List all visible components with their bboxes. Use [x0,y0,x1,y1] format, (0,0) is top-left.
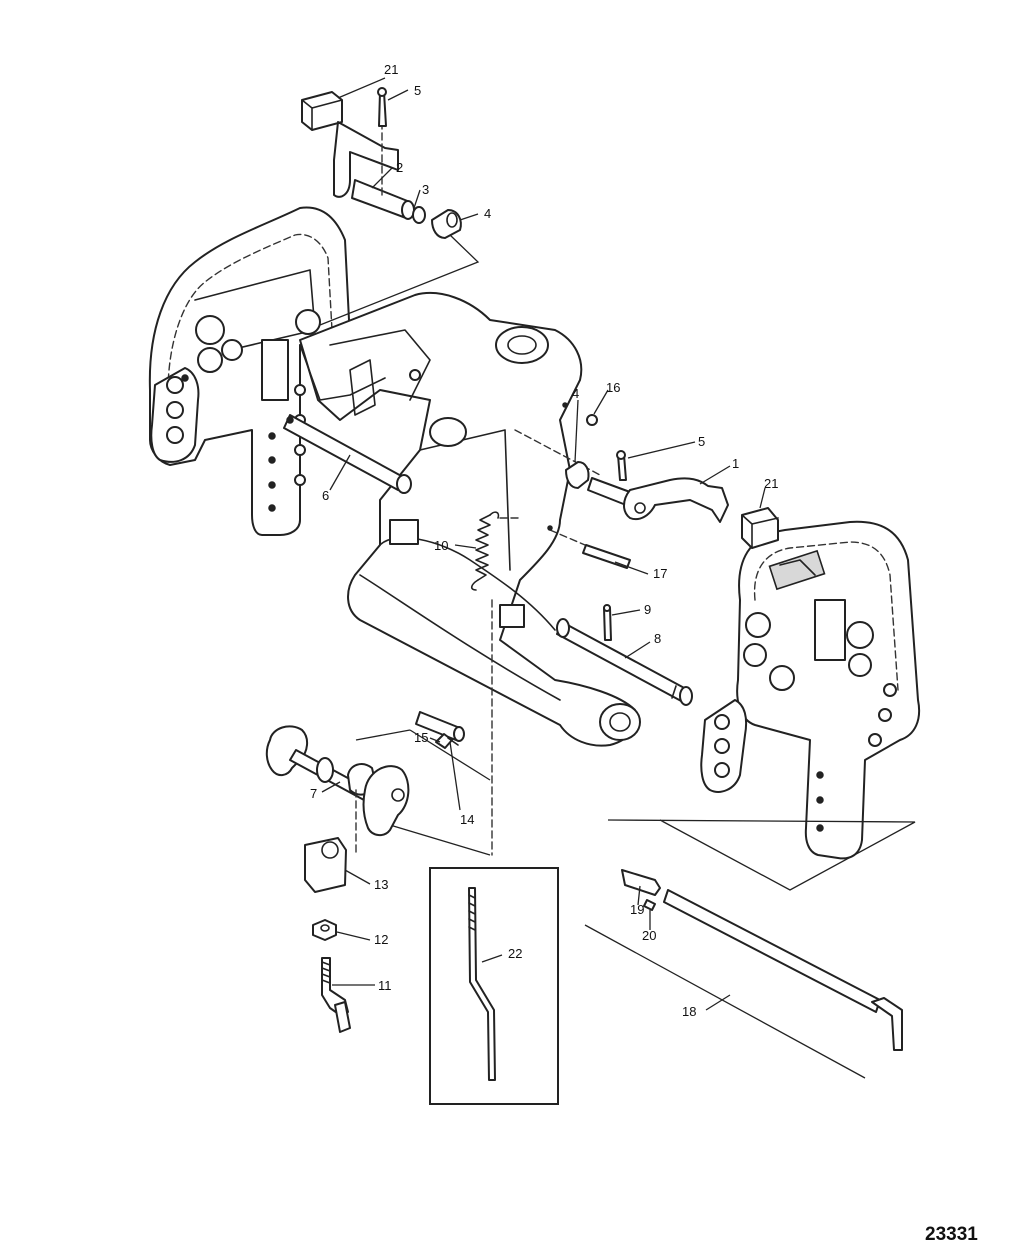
tilt-lever-1 [623,477,729,523]
callout-21-right: 21 [764,476,778,491]
wave-washer-3 [412,206,426,224]
cotter-pin-5-top [378,91,387,127]
callout-15: 15 [414,730,428,745]
callout-10: 10 [434,538,448,553]
pin-9 [603,607,612,641]
pin-17 [582,544,631,569]
callout-8: 8 [654,631,661,646]
callout-19: 19 [630,902,644,917]
callout-2: 2 [396,160,403,175]
tilt-knob-21-right [741,507,779,549]
nut-12 [312,919,337,941]
callout-4-right: 4 [572,386,579,401]
callout-1: 1 [732,456,739,471]
callout-6: 6 [322,488,329,503]
tilt-tube-pin-6 [283,414,412,494]
callout-17: 17 [653,566,667,581]
right-clamp-bracket [700,520,920,860]
callout-5-top: 5 [414,83,421,98]
spring-and-pin [470,511,631,591]
tilt-cam-assembly [265,711,465,856]
callout-5-right: 5 [698,434,705,449]
left-clamp-bracket [148,206,351,536]
drawing-reference-number: 23331 [925,1224,978,1245]
rod-and-pin [556,604,693,706]
swivel-bracket [299,291,641,747]
bushing-4-top [431,209,462,239]
callout-7: 7 [310,786,317,801]
callout-16: 16 [606,380,620,395]
tilt-arm-assembly [584,819,916,1079]
callout-21-top: 21 [384,62,398,77]
rod-11 [321,957,349,1016]
callout-11: 11 [378,978,392,993]
grip-19 [621,869,661,896]
callout-4-top: 4 [484,206,491,221]
callout-22: 22 [508,946,522,961]
spring-10 [475,514,491,581]
screw-16 [586,414,598,426]
arm-18 [663,889,881,1013]
callout-20: 20 [642,928,656,943]
link-13 [304,837,347,893]
right-tilt-lever-assembly [514,402,779,549]
bushing-4-right [565,461,590,489]
pin-20 [643,899,656,911]
callout-14: 14 [460,812,474,827]
callout-3: 3 [422,182,429,197]
callout-labels: 21 5 2 3 4 16 4 5 1 21 6 10 17 9 8 15 7 … [310,62,778,1019]
tilt-lever-2 [333,121,399,198]
callout-18: 18 [682,1004,696,1019]
upper-tilt-lever-assembly [301,87,480,326]
callout-leaders [321,77,766,1011]
inset-box-rod-22 [429,867,559,1105]
callout-12: 12 [374,932,388,947]
lower-link-assembly [304,837,351,1033]
callout-13: 13 [374,877,388,892]
callout-9: 9 [644,602,651,617]
tilt-knob-21 [301,91,343,131]
